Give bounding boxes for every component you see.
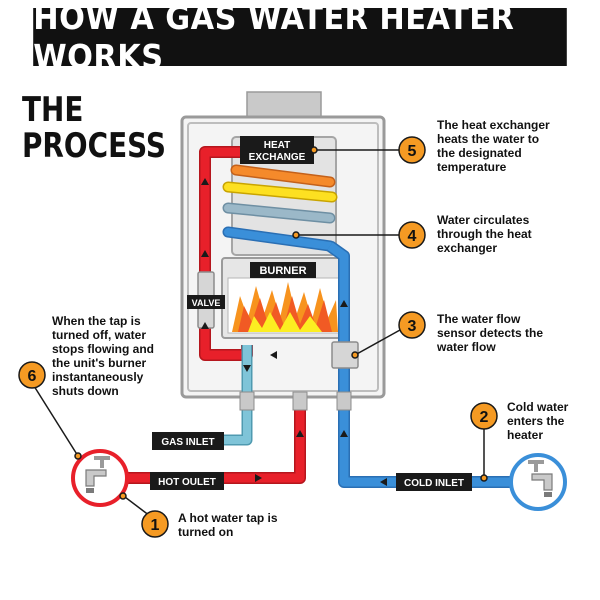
cold-inlet-label: COLD INLET xyxy=(404,478,464,489)
heat-exchange-label-2: EXCHANGE xyxy=(249,152,306,163)
svg-text:2: 2 xyxy=(480,409,489,426)
svg-text:4: 4 xyxy=(408,228,417,245)
svg-text:5: 5 xyxy=(408,143,417,160)
step-6-text: When the tap is turned off, water stops … xyxy=(52,314,154,398)
step-marker-5: 5 xyxy=(398,136,426,164)
step-marker-3: 3 xyxy=(398,311,426,339)
cold-fitting xyxy=(336,391,352,411)
valve-label-bg xyxy=(187,295,225,309)
svg-text:3: 3 xyxy=(408,318,417,335)
burner-label: BURNER xyxy=(259,265,306,277)
svg-text:1: 1 xyxy=(151,517,160,534)
gas-fitting xyxy=(239,391,255,411)
flame-icon xyxy=(232,282,338,332)
step-markers: 1 2 3 4 5 6 xyxy=(18,136,498,538)
step-4-text: Water circulates through the heat exchan… xyxy=(437,213,532,255)
step-2-text: Cold water enters the heater xyxy=(507,400,569,442)
heat-exchanger-coils xyxy=(222,164,338,252)
hot-tap xyxy=(71,449,129,507)
step-marker-6: 6 xyxy=(18,361,46,389)
hot-outlet-label: HOT OULET xyxy=(158,477,216,488)
step-marker-4: 4 xyxy=(398,221,426,249)
hot-fitting xyxy=(292,391,308,411)
heat-exchange-label-1: HEAT xyxy=(264,140,290,151)
cold-tap xyxy=(509,453,567,511)
step-3-text: The water flow sensor detects the water … xyxy=(437,312,544,354)
section-heading-line1: THE xyxy=(22,90,84,130)
section-heading: THE PROCESS xyxy=(22,92,166,164)
heater-frame-inner xyxy=(187,122,379,392)
gas-inlet-label: GAS INLET xyxy=(161,437,214,448)
page-title: HOW A GAS WATER HEATER WORKS xyxy=(33,0,515,76)
step-5-text: The heat exchanger heats the water to th… xyxy=(437,118,550,174)
step-marker-1: 1 xyxy=(141,510,169,538)
svg-text:6: 6 xyxy=(28,368,37,385)
callout-leaders xyxy=(33,146,488,517)
gas-inlet-label-bg xyxy=(152,432,224,450)
cold-inlet-label-bg xyxy=(396,473,472,491)
step-marker-2: 2 xyxy=(470,402,498,430)
heat-exchange-label-bg xyxy=(240,136,314,164)
hot-outlet-label-bg xyxy=(150,472,224,490)
title-banner: HOW A GAS WATER HEATER WORKS xyxy=(33,0,567,76)
burner-label-bg xyxy=(250,262,316,278)
section-heading-line2: PROCESS xyxy=(22,126,167,166)
valve-label: VALVE xyxy=(192,298,221,308)
step-1-text: A hot water tap is turned on xyxy=(178,511,278,539)
